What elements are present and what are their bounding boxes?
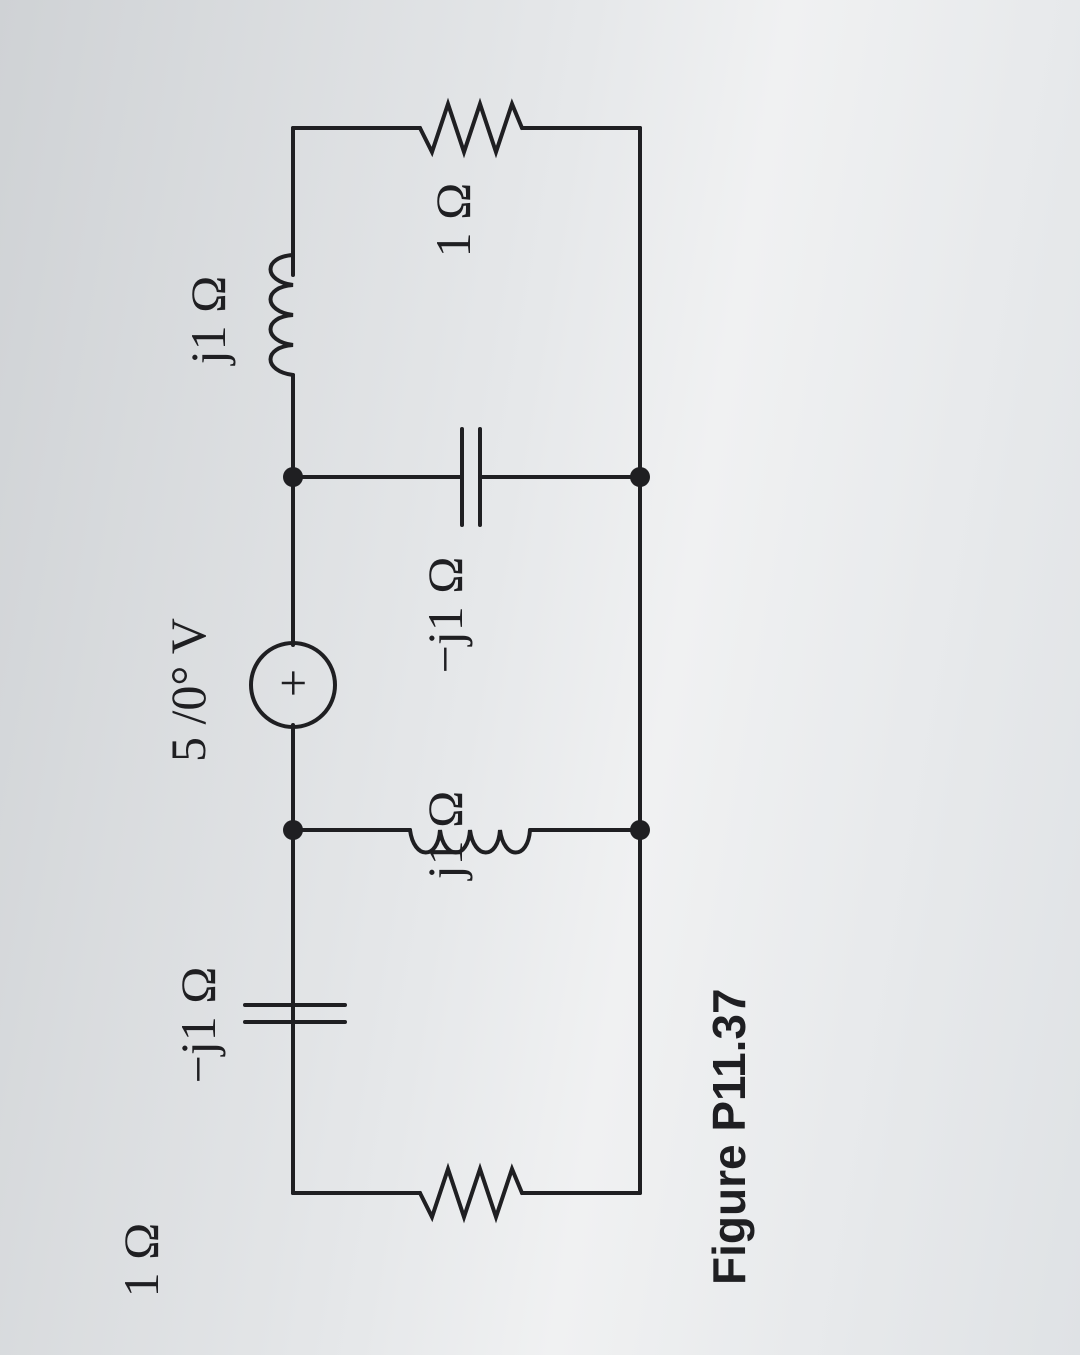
label-inductor-top-right: j1 Ω bbox=[180, 276, 236, 367]
figure-caption: Figure P11.37 bbox=[703, 988, 755, 1285]
label-resistor-left: 1 Ω bbox=[113, 1223, 169, 1298]
label-resistor-right: 1 Ω bbox=[425, 183, 481, 258]
label-capacitor-top-left: −j1 Ω bbox=[170, 967, 226, 1084]
node-top-left bbox=[283, 820, 303, 840]
node-bottom-right bbox=[630, 467, 650, 487]
node-bottom-left bbox=[630, 820, 650, 840]
label-capacitor-middle-right: −j1 Ω bbox=[417, 557, 473, 674]
node-top-right bbox=[283, 467, 303, 487]
label-voltage-source: 5 /0° V bbox=[160, 618, 216, 762]
resistor-right bbox=[418, 97, 524, 159]
inductor-top-right bbox=[268, 253, 295, 377]
source-plus-sign: + bbox=[265, 669, 321, 697]
label-inductor-middle-left: j1 Ω bbox=[417, 791, 473, 882]
voltage-source bbox=[249, 641, 337, 729]
inductor-middle-left bbox=[408, 828, 532, 855]
resistor-left bbox=[418, 1162, 524, 1224]
